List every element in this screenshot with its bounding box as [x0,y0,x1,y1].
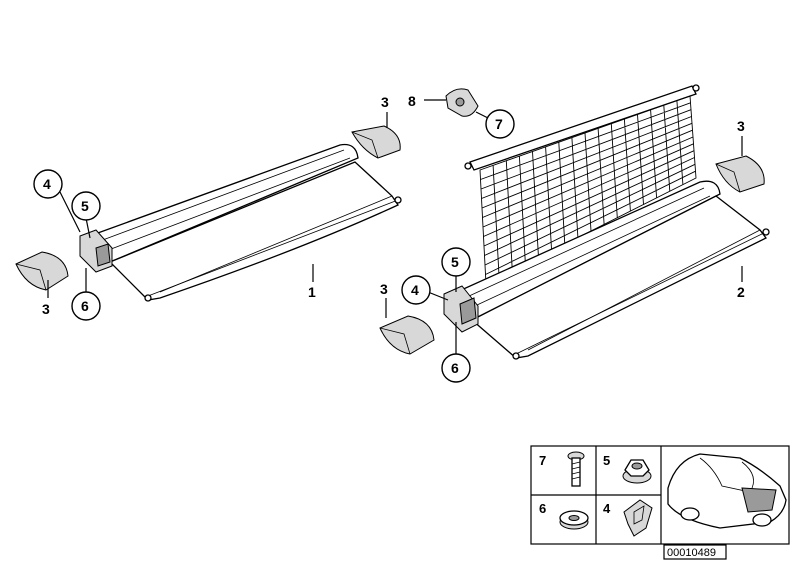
label-4-left: 4 [43,176,51,192]
hardware-legend: 7 5 6 4 [530,445,790,560]
left-cargo-cover [79,143,402,302]
end-cap-right-bottom [379,315,435,355]
end-cap-left-bottom [15,251,69,291]
washer-icon [559,510,589,530]
label-1: 1 [308,284,316,300]
legend-number-5: 5 [603,453,610,468]
label-3-right-bottom: 3 [380,281,388,297]
label-3-left-bottom: 3 [42,301,50,317]
label-5-left: 5 [81,198,89,214]
legend-number-7: 7 [539,453,546,468]
label-6-left: 6 [81,298,89,314]
label-3-left-top: 3 [381,94,389,110]
label-4-right: 4 [411,282,419,298]
end-cap-right-top [715,155,765,193]
end-cap-left-top [351,125,401,159]
label-3-right-top: 3 [737,118,745,134]
label-5-right: 5 [451,254,459,270]
reference-number: 00010489 [667,547,716,559]
bracket-icon [623,499,653,537]
label-6-right: 6 [451,360,459,376]
leader-lines [47,99,743,354]
right-cargo-cover-with-net [443,84,770,360]
legend-number-6: 6 [539,501,546,516]
label-2: 2 [737,284,745,300]
screw-icon [567,451,585,487]
car-location-icon [667,453,787,529]
callouts: 3 3 3 3 1 2 8 4 5 6 4 5 6 7 [33,93,745,383]
label-8: 8 [408,93,416,109]
label-7: 7 [495,116,503,132]
legend-number-4: 4 [603,501,611,516]
nut-icon [622,459,652,484]
net-clip [445,88,479,117]
